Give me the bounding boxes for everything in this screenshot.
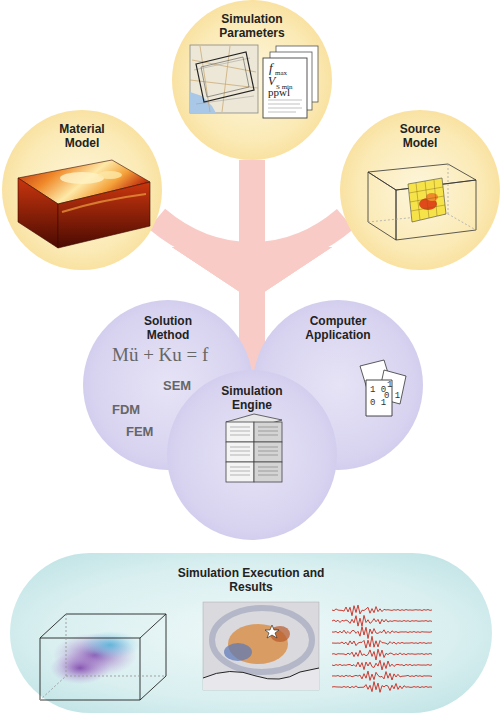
node-title: Computer Application bbox=[293, 314, 383, 342]
parameter-symbol: ppwl bbox=[268, 86, 290, 99]
region-map bbox=[190, 45, 258, 113]
fault-plane bbox=[408, 178, 446, 222]
binary-digits: 1 bbox=[387, 380, 392, 391]
method-label: FDM bbox=[112, 402, 140, 417]
parameter-symbol: f bbox=[269, 60, 273, 75]
arrow-head bbox=[172, 247, 332, 300]
equation-label: Mü + Ku = f bbox=[112, 344, 208, 365]
method-label: FEM bbox=[126, 424, 153, 439]
node-title: Simulation Parameters bbox=[207, 12, 297, 40]
binary-digits: 1 0 bbox=[370, 385, 386, 396]
binary-digits: 0 1 bbox=[384, 391, 400, 402]
wavefield-map bbox=[203, 602, 319, 690]
node-title: Solution Method bbox=[133, 314, 203, 342]
node-title: Source Model bbox=[385, 122, 455, 150]
method-label: SEM bbox=[163, 378, 191, 393]
parameter-documents bbox=[263, 46, 318, 118]
arrow-head bbox=[172, 247, 332, 300]
parameter-symbol: max bbox=[275, 69, 287, 78]
node-title: Material Model bbox=[47, 122, 117, 150]
binary-digits: 0 1 bbox=[370, 398, 386, 409]
node-title: Simulation Engine bbox=[212, 384, 292, 412]
server-rack bbox=[226, 414, 282, 482]
arrow-head bbox=[172, 247, 332, 300]
node-title: Simulation Execution and Results bbox=[171, 566, 331, 594]
parameter-symbol: V bbox=[268, 74, 275, 88]
